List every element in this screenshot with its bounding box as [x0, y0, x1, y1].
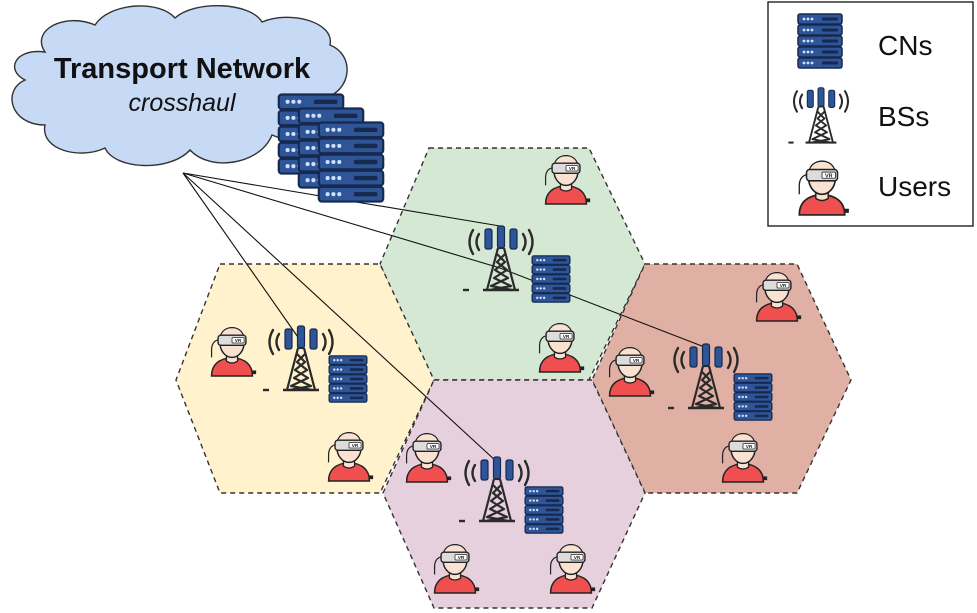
link-yellow	[182, 172, 301, 341]
server-rack-icon	[733, 373, 773, 421]
legend-label-users: Users	[878, 171, 951, 202]
server-rack-icon	[531, 255, 571, 303]
cloud-subtitle: crosshaul	[129, 89, 237, 117]
server-rack-icon	[328, 355, 368, 403]
legend-label-cns: CNs	[878, 30, 932, 61]
server-rack-icon	[797, 13, 843, 69]
link-pink	[182, 172, 498, 463]
central-servers	[277, 93, 385, 203]
server-rack-icon	[317, 121, 385, 203]
cell-green	[379, 147, 646, 381]
legend: CNs BSs Users	[767, 1, 974, 227]
link-green-mid	[182, 172, 501, 269]
legend-label-bss: BSs	[878, 101, 929, 132]
cell-pink	[382, 379, 646, 609]
cloud-title: Transport Network	[54, 53, 311, 85]
server-rack-icon	[524, 486, 564, 534]
